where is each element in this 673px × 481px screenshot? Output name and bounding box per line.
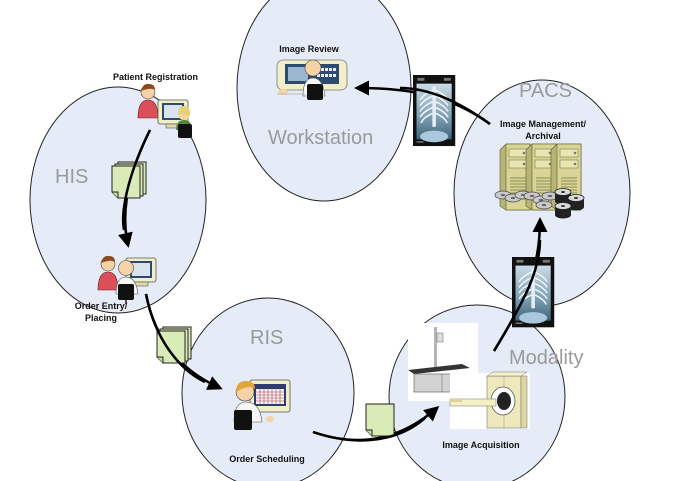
image-management-label: Image Management/ xyxy=(500,119,587,129)
his-circle xyxy=(29,86,207,314)
xray-film-icon xyxy=(412,74,457,147)
image-management-label: Archival xyxy=(525,131,561,141)
patient-registration-label: Patient Registration xyxy=(113,72,198,82)
modality-label: Modality xyxy=(509,347,583,369)
document-icon xyxy=(365,403,395,437)
ct-scanner-icon xyxy=(449,371,530,429)
image-review-workstation-icon xyxy=(276,59,348,100)
arrow-overlay xyxy=(399,86,491,126)
arrow-overlay xyxy=(144,293,206,384)
arrow-overlay xyxy=(312,417,426,442)
order-scheduling-label: Order Scheduling xyxy=(229,454,305,464)
arrow-overlay xyxy=(492,239,542,352)
order-entry-label: Order Entry/ xyxy=(75,301,128,311)
xray-film-icon xyxy=(511,256,555,329)
image-acquisition-label: Image Acquisition xyxy=(442,440,519,450)
arrow-overlay xyxy=(121,129,152,231)
workstation-label: Workstation xyxy=(268,127,373,149)
image-review-label: Image Review xyxy=(279,44,340,54)
pacs-label: PACS xyxy=(519,80,572,102)
his-label: HIS xyxy=(55,166,88,188)
order-entry-label: Placing xyxy=(85,313,117,323)
order-scheduling-icon xyxy=(233,379,291,430)
workstation-circle xyxy=(236,0,412,202)
patient-registration-icon xyxy=(137,83,192,138)
ris-label: RIS xyxy=(250,327,283,349)
